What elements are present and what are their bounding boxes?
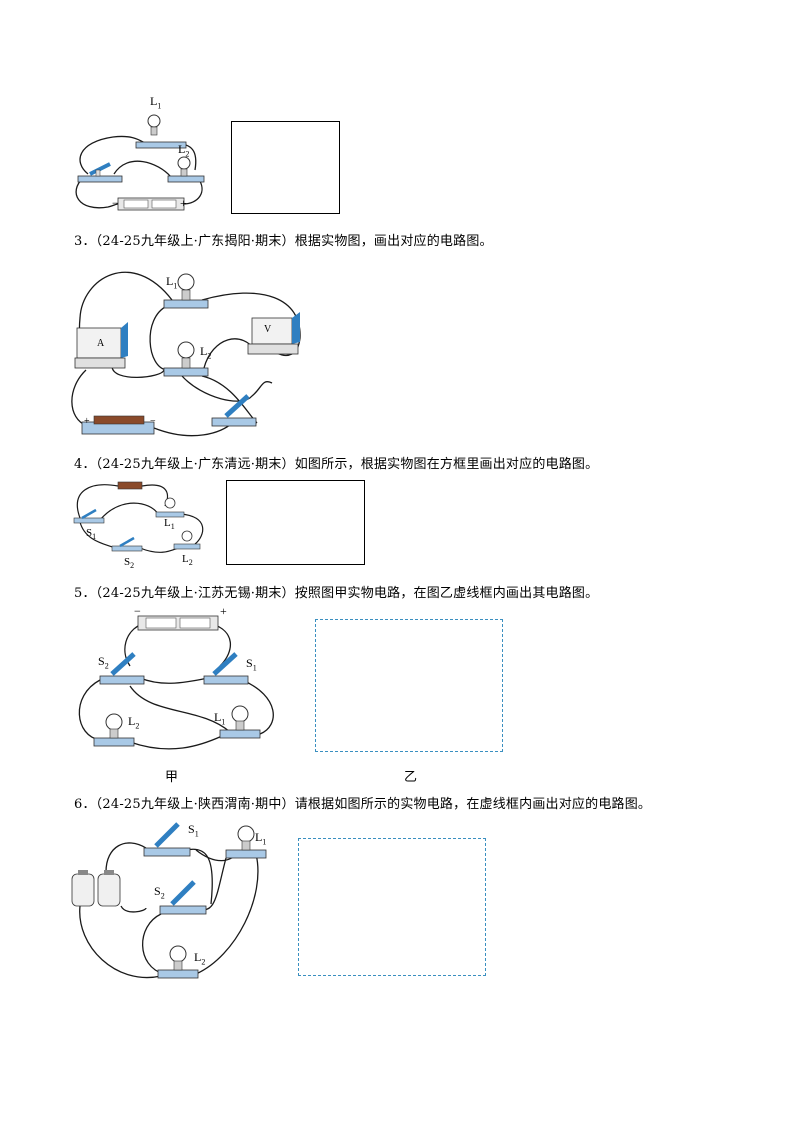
label-S2-fig4: S2 — [124, 556, 135, 571]
answer-box-6[interactable] — [298, 838, 486, 976]
label-A-fig3: A — [97, 338, 105, 349]
label-L2-fig6: L2 — [194, 950, 206, 967]
label-S1-fig6: S1 — [188, 822, 199, 839]
label-minus-fig5: − — [134, 604, 141, 618]
circuit-figure-1 — [75, 114, 205, 211]
label-L1-fig3: L1 — [166, 274, 178, 291]
question-6: 6．（24-25九年级上·陕西渭南·期中）请根据如图所示的实物电路，在虚线框内画… — [74, 797, 652, 812]
question-3: 3．（24-25九年级上·广东揭阳·期末）根据实物图，画出对应的电路图。 — [74, 234, 493, 249]
circuit-figure-4 — [73, 481, 204, 553]
label-minus-fig3: − — [150, 416, 156, 427]
question-4: 4．（24-25九年级上·广东清远·期末）如图所示，根据实物图在方框里画出对应的… — [74, 457, 599, 472]
label-L1-fig4: L1 — [164, 517, 175, 532]
label-S1-fig4: S1 — [86, 527, 97, 542]
label-S2-fig5: S2 — [98, 654, 109, 671]
circuit-figure-5 — [78, 615, 274, 750]
label-plus-fig3: + — [84, 416, 90, 427]
label-plus-fig5: + — [220, 604, 227, 618]
label-plus-fig1: + — [180, 196, 187, 210]
label-minus-fig1: − — [112, 196, 119, 210]
label-S1-fig5: S1 — [246, 656, 257, 673]
label-L2-fig3: L2 — [200, 344, 212, 361]
label-V-fig3: V — [264, 324, 272, 335]
label-L1-fig6: L1 — [255, 830, 267, 847]
answer-box-1[interactable] — [231, 121, 340, 214]
caption-jia: 甲 — [165, 770, 179, 785]
circuit-figure-6 — [71, 822, 267, 979]
label-S2-fig6: S2 — [154, 884, 165, 901]
question-5: 5．（24-25九年级上·江苏无锡·期末）按照图甲实物电路，在图乙虚线框内画出其… — [74, 586, 599, 601]
label-L1-fig5: L1 — [214, 710, 226, 727]
answer-box-4[interactable] — [226, 480, 365, 565]
label-L2-fig5: L2 — [128, 714, 140, 731]
label-L1-fig1: L1 — [150, 94, 162, 111]
label-L2-fig4: L2 — [182, 553, 193, 568]
label-L2-fig1: L2 — [178, 142, 190, 159]
circuit-figure-3 — [71, 271, 301, 437]
answer-box-5[interactable] — [315, 619, 503, 752]
caption-yi: 乙 — [404, 770, 418, 785]
